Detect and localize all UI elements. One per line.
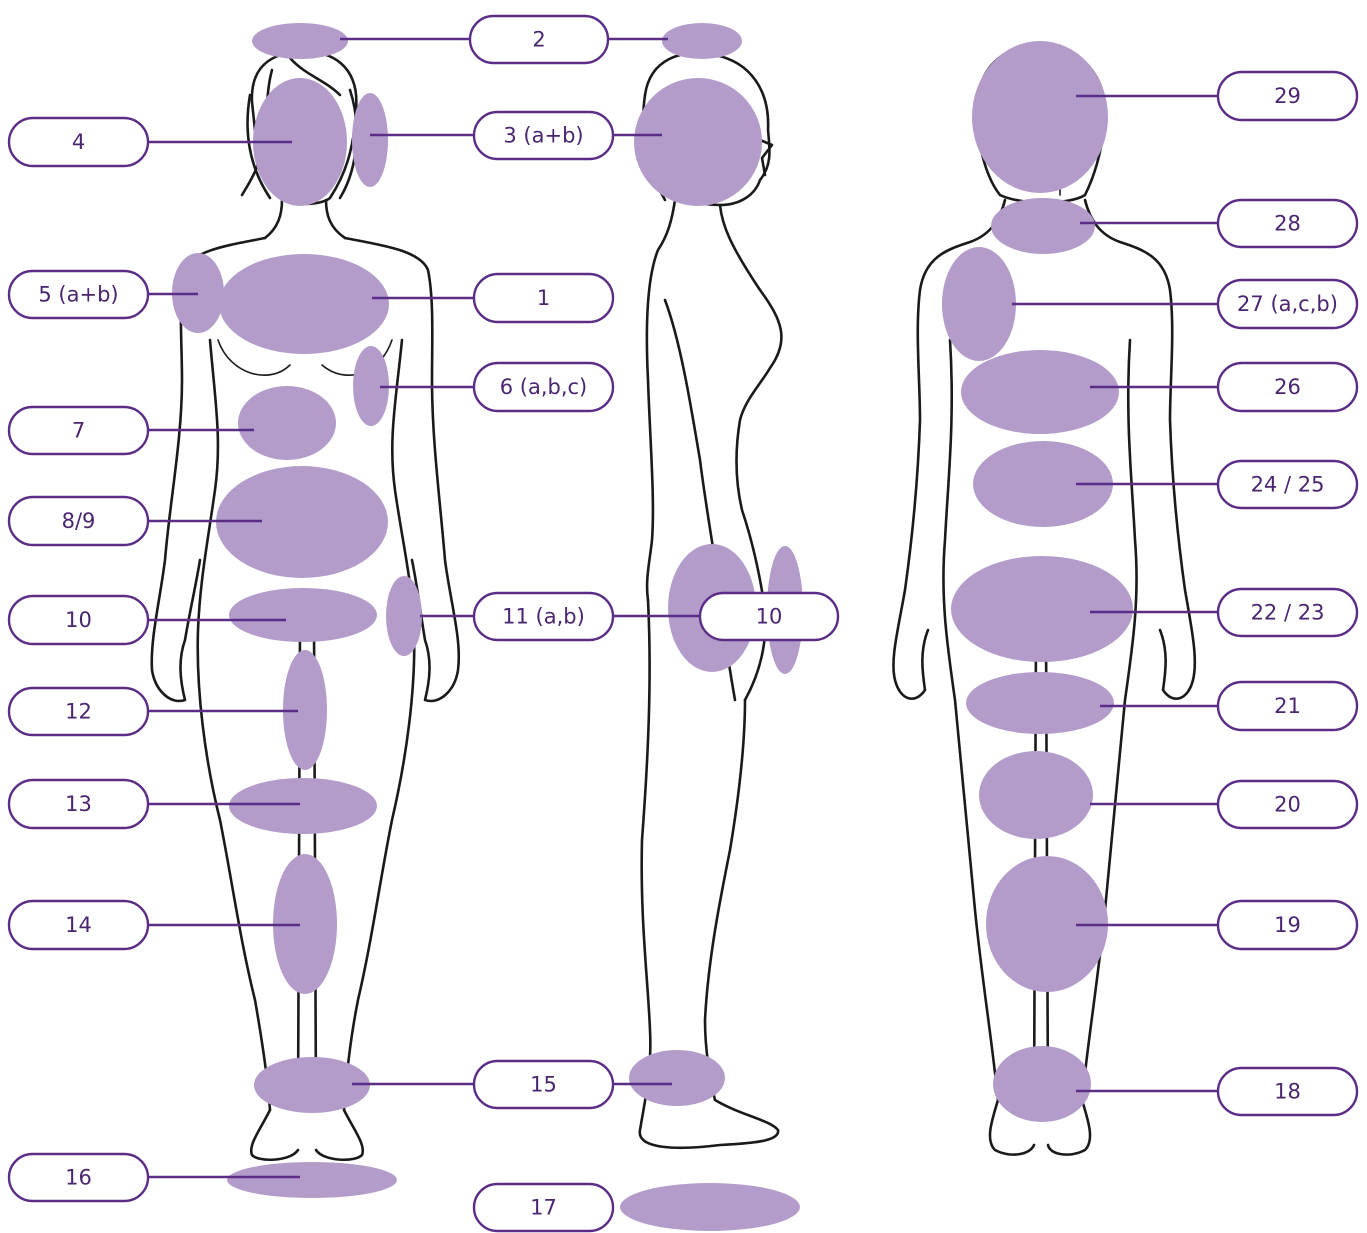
label-11[interactable]: 11 (a,b) xyxy=(474,593,613,640)
svg-text:18: 18 xyxy=(1274,1080,1301,1104)
zone-28-neck xyxy=(991,198,1095,254)
label-21[interactable]: 21 xyxy=(1218,682,1357,730)
label-5[interactable]: 5 (a+b) xyxy=(9,271,148,318)
zone-27-shoulder xyxy=(942,247,1016,361)
svg-text:14: 14 xyxy=(65,913,92,937)
svg-text:2: 2 xyxy=(532,28,545,52)
svg-text:7: 7 xyxy=(72,419,85,443)
zone-17-sole xyxy=(620,1183,800,1231)
label-17[interactable]: 17 xyxy=(474,1184,613,1231)
label-16[interactable]: 16 xyxy=(9,1154,148,1201)
svg-text:17: 17 xyxy=(530,1196,557,1220)
zone-3-side xyxy=(634,78,762,206)
svg-text:26: 26 xyxy=(1274,375,1301,399)
svg-text:3 (a+b): 3 (a+b) xyxy=(503,124,583,148)
label-19[interactable]: 19 xyxy=(1218,901,1357,949)
zone-7-stomach xyxy=(238,386,336,460)
svg-text:5 (a+b): 5 (a+b) xyxy=(38,283,118,307)
label-26[interactable]: 26 xyxy=(1218,363,1357,411)
label-13[interactable]: 13 xyxy=(9,780,148,828)
label-3[interactable]: 3 (a+b) xyxy=(474,112,613,159)
label-20[interactable]: 20 xyxy=(1218,781,1357,828)
label-6[interactable]: 6 (a,b,c) xyxy=(474,363,613,411)
svg-text:22 / 23: 22 / 23 xyxy=(1251,601,1325,625)
label-10-front[interactable]: 10 xyxy=(9,596,148,644)
zone-16-sole xyxy=(227,1162,397,1198)
label-4[interactable]: 4 xyxy=(9,118,148,166)
label-2[interactable]: 2 xyxy=(470,16,608,63)
zone-11-hip xyxy=(386,576,422,656)
svg-text:13: 13 xyxy=(65,792,92,816)
label-28[interactable]: 28 xyxy=(1218,200,1357,247)
zone-13-knee xyxy=(229,778,377,834)
svg-text:19: 19 xyxy=(1274,913,1301,937)
label-7[interactable]: 7 xyxy=(9,407,148,454)
svg-text:10: 10 xyxy=(65,608,92,632)
zone-26-back xyxy=(961,350,1119,434)
label-29[interactable]: 29 xyxy=(1218,72,1357,120)
label-15[interactable]: 15 xyxy=(474,1061,613,1108)
label-27[interactable]: 27 (a,c,b) xyxy=(1218,280,1357,328)
zone-10-front xyxy=(229,588,377,642)
zone-20-knee xyxy=(979,751,1093,839)
svg-text:28: 28 xyxy=(1274,212,1301,236)
svg-text:21: 21 xyxy=(1274,694,1301,718)
zone-2-front xyxy=(252,23,348,59)
label-22-23[interactable]: 22 / 23 xyxy=(1218,589,1357,636)
svg-text:11 (a,b): 11 (a,b) xyxy=(502,605,585,629)
zone-22-23-buttocks xyxy=(951,556,1133,662)
zone-1-chest xyxy=(219,254,389,354)
zone-2-side xyxy=(662,23,742,59)
label-1[interactable]: 1 xyxy=(474,274,613,322)
zone-15-side xyxy=(629,1050,725,1106)
svg-text:15: 15 xyxy=(530,1073,557,1097)
svg-text:29: 29 xyxy=(1274,84,1301,108)
svg-text:8/9: 8/9 xyxy=(62,509,96,533)
svg-text:4: 4 xyxy=(72,130,85,154)
zone-21-thigh xyxy=(966,672,1114,734)
svg-text:24 / 25: 24 / 25 xyxy=(1251,473,1325,497)
svg-text:6 (a,b,c): 6 (a,b,c) xyxy=(500,375,588,399)
svg-text:10: 10 xyxy=(756,605,783,629)
label-10-side[interactable]: 10 xyxy=(700,593,838,640)
svg-text:12: 12 xyxy=(65,700,92,724)
label-18[interactable]: 18 xyxy=(1218,1068,1357,1115)
svg-text:20: 20 xyxy=(1274,793,1301,817)
svg-text:16: 16 xyxy=(65,1166,92,1190)
label-24-25[interactable]: 24 / 25 xyxy=(1218,461,1357,508)
label-8-9[interactable]: 8/9 xyxy=(9,497,148,545)
svg-text:1: 1 xyxy=(537,286,550,310)
svg-text:27 (a,c,b): 27 (a,c,b) xyxy=(1237,292,1338,316)
label-14[interactable]: 14 xyxy=(9,901,148,949)
label-12[interactable]: 12 xyxy=(9,688,148,735)
zone-29-head xyxy=(972,41,1108,193)
zone-3-front xyxy=(352,93,388,187)
zone-18-ankle xyxy=(993,1046,1091,1122)
